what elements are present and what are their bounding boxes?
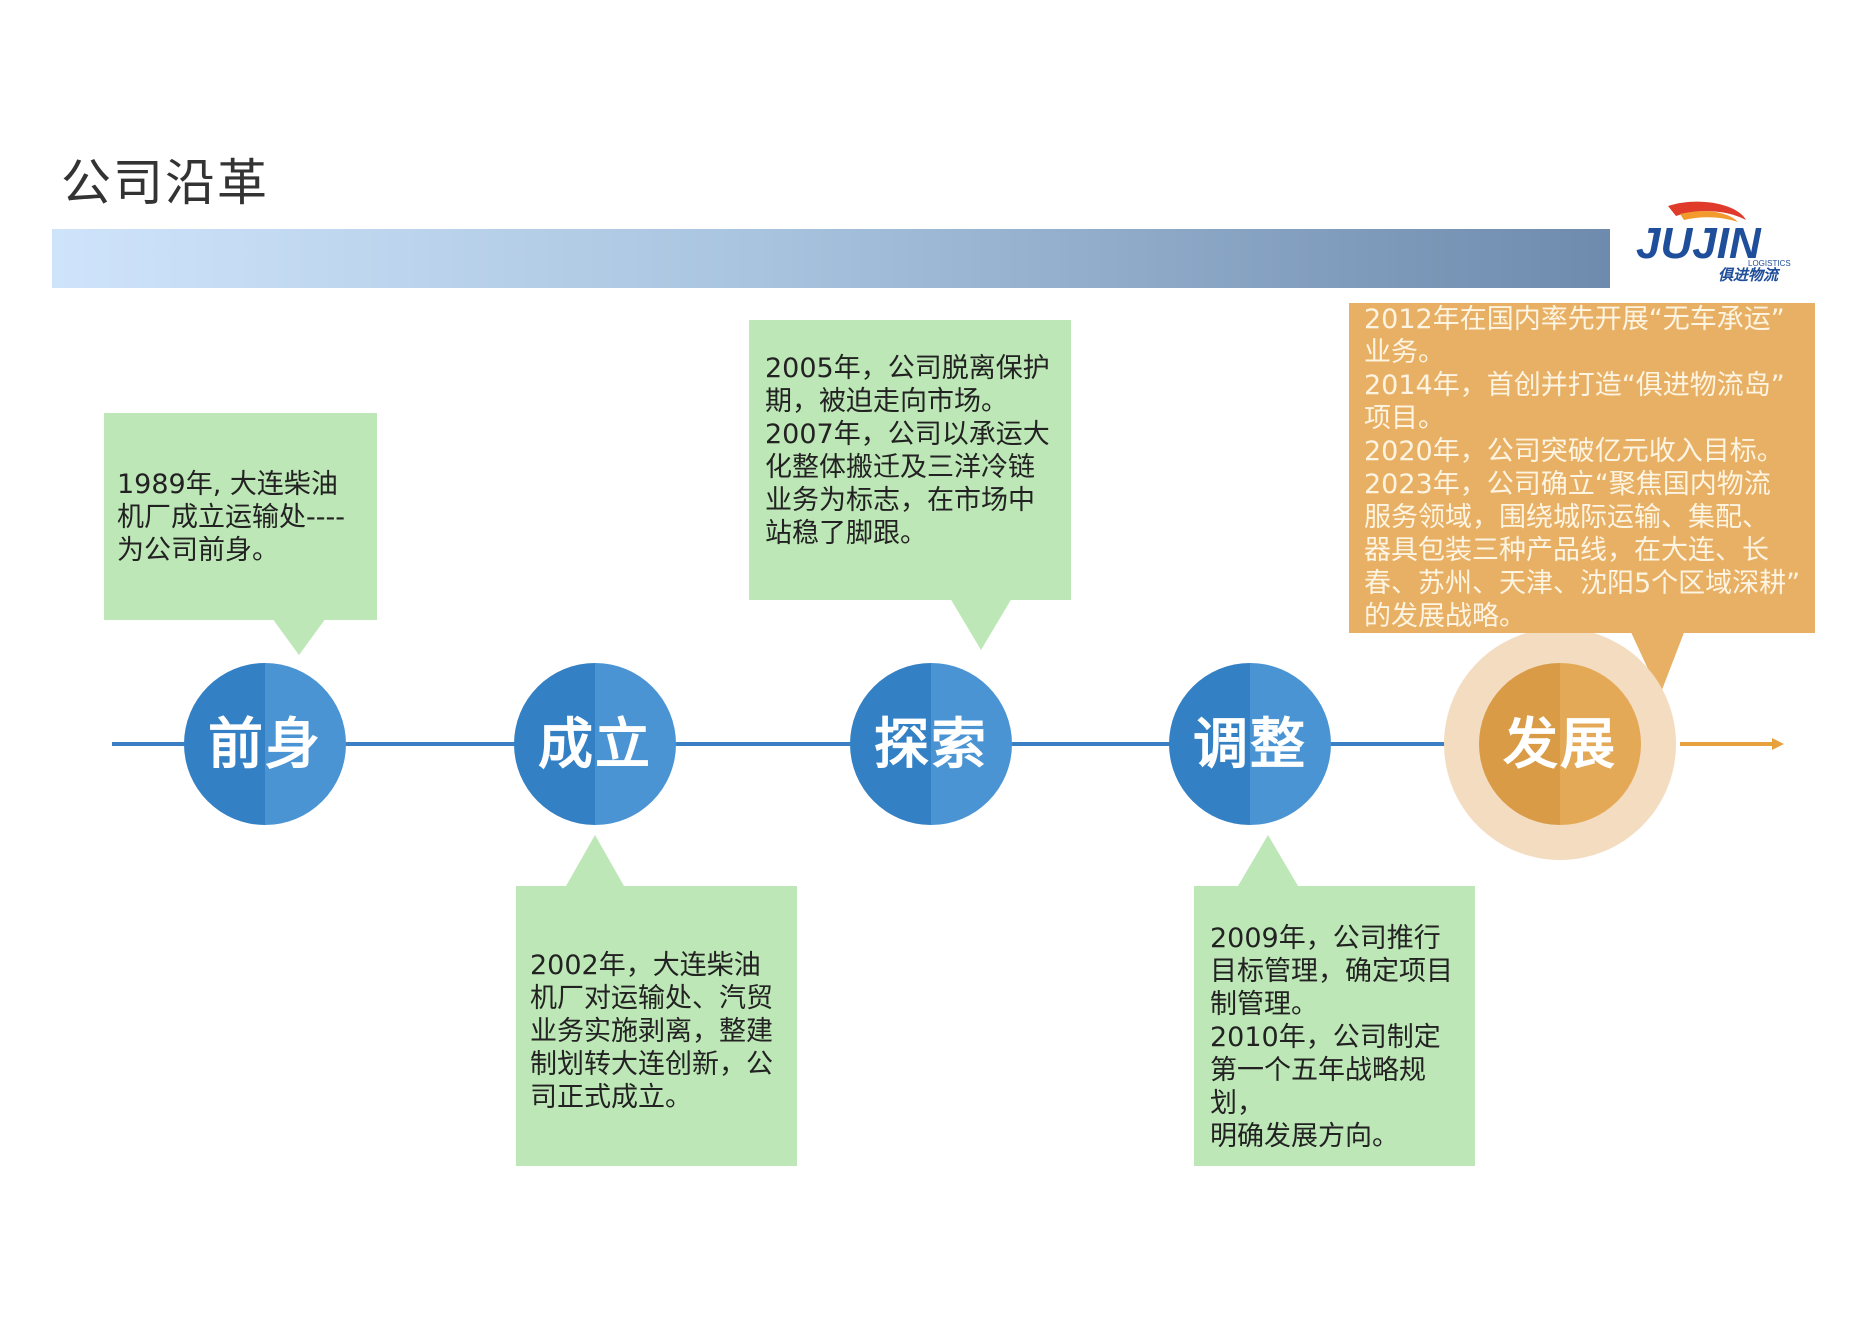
card-text-tiaozheng: 2009年，公司推行 目标管理，确定项目 制管理。 2010年，公司制定 第一个… <box>1210 923 1453 1152</box>
node-label-fazhan: 发展 <box>1502 712 1617 776</box>
logo-cn: 俱进物流 <box>1718 266 1781 284</box>
company-logo: JUJIN LOGISTICS 俱进物流 <box>1628 198 1818 284</box>
node-label-qianshen: 前身 <box>207 712 322 776</box>
node-label-tansuo: 探索 <box>873 712 988 776</box>
node-circle-tansuo <box>850 663 1012 825</box>
card-qianshen: 1989年, 大连柴油 机厂成立运输处---- 为公司前身。 <box>104 413 377 620</box>
header-gradient-bar <box>52 229 1610 288</box>
node-label-tiaozheng: 调整 <box>1192 712 1307 776</box>
card-tiaozheng: 2009年，公司推行 目标管理，确定项目 制管理。 2010年，公司制定 第一个… <box>1194 886 1475 1166</box>
card-text-qianshen: 1989年, 大连柴油 机厂成立运输处---- 为公司前身。 <box>117 469 345 566</box>
card-text-fazhan: 2012年在国内率先开展“无车承运” 业务。 2014年，首创并打造“俱进物流岛… <box>1364 304 1801 632</box>
pointer-chengli <box>566 835 624 886</box>
node-circle-qianshen <box>184 663 346 825</box>
logo-subtext: LOGISTICS <box>1748 259 1791 268</box>
page-title: 公司沿革 <box>61 154 269 212</box>
logo-wordmark: JUJIN <box>1636 219 1762 268</box>
card-text-tansuo: 2005年，公司脱离保护 期，被迫走向市场。 2007年，公司以承运大 化整体搬… <box>765 353 1050 549</box>
card-chengli: 2002年，大连柴油 机厂对运输处、汽贸 业务实施剥离，整建 制划转大连创新，公… <box>516 886 797 1166</box>
pointer-tansuo <box>950 598 1012 650</box>
timeline-arrowhead-icon <box>1772 738 1784 750</box>
card-tansuo: 2005年，公司脱离保护 期，被迫走向市场。 2007年，公司以承运大 化整体搬… <box>749 320 1071 600</box>
node-label-chengli: 成立 <box>537 712 652 776</box>
node-circle-tiaozheng <box>1169 663 1331 825</box>
card-text-chengli: 2002年，大连柴油 机厂对运输处、汽贸 业务实施剥离，整建 制划转大连创新，公… <box>530 950 773 1113</box>
jujin-logo-icon: JUJIN LOGISTICS 俱进物流 <box>1636 201 1791 284</box>
node-circle-chengli <box>514 663 676 825</box>
card-fazhan: 2012年在国内率先开展“无车承运” 业务。 2014年，首创并打造“俱进物流岛… <box>1349 303 1815 633</box>
pointer-tiaozheng <box>1238 835 1298 886</box>
node-circle-fazhan <box>1479 663 1641 825</box>
pointer-qianshen <box>272 618 326 655</box>
pointer-fazhan <box>1630 630 1685 695</box>
